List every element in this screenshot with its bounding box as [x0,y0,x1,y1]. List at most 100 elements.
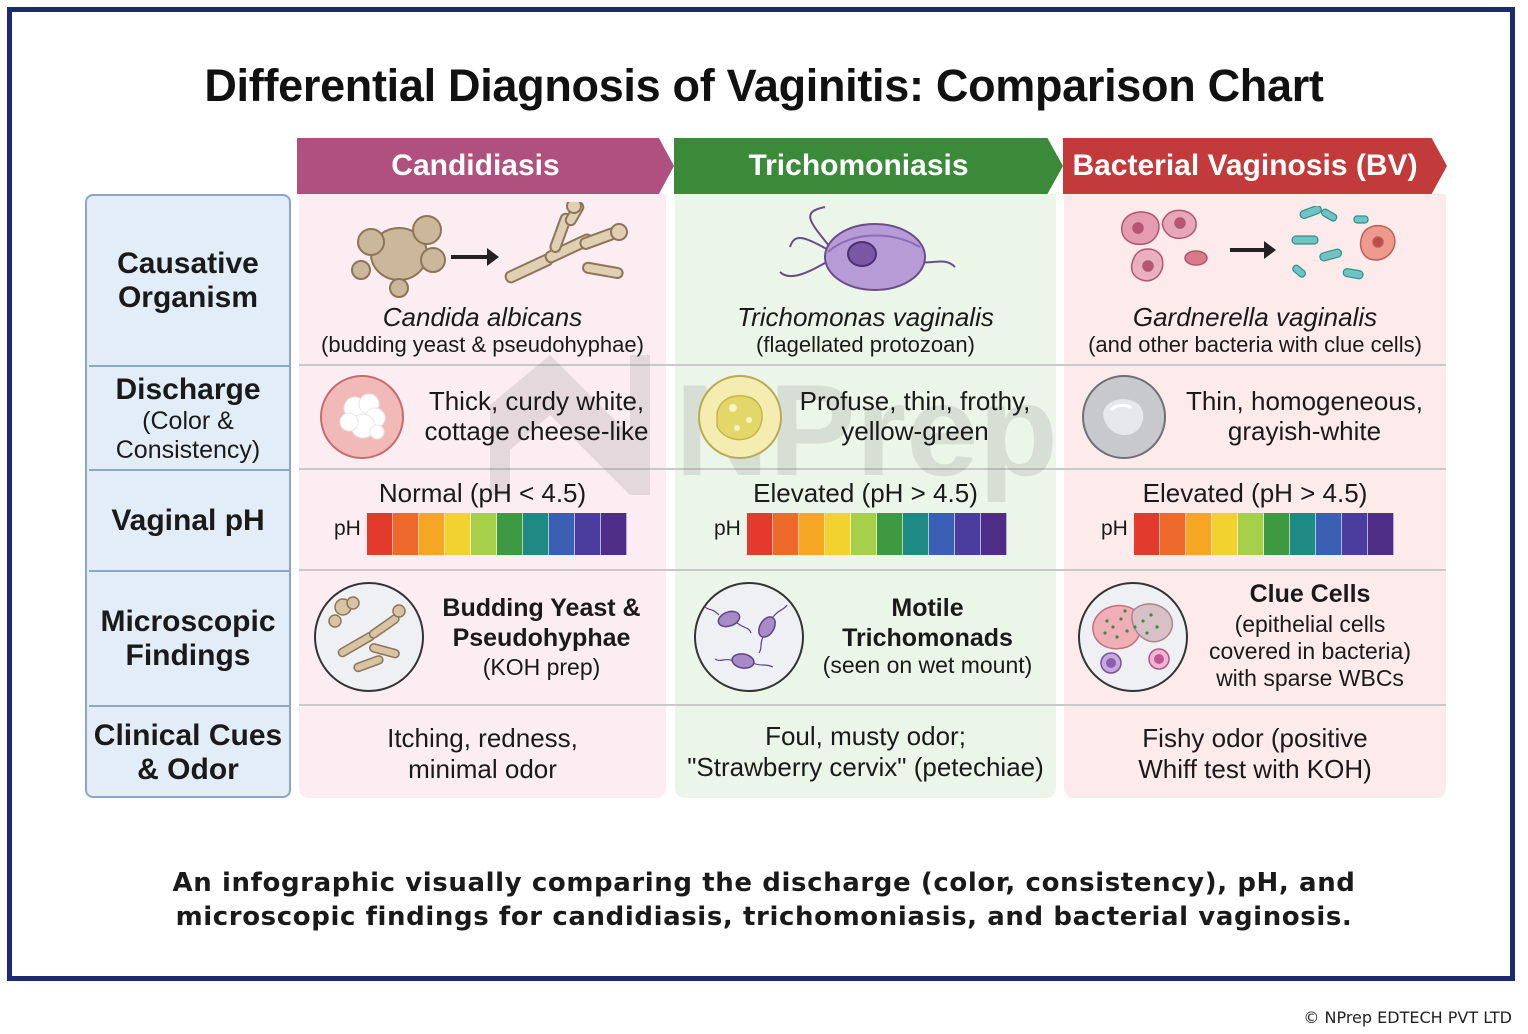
row-label-discharge: Discharge (Color & Consistency) [87,368,289,470]
row-label-divider [89,570,291,572]
ph-scale-swatch [903,513,929,555]
ph-scale-swatch [1212,513,1238,555]
ph-scale-swatch [419,513,445,555]
trichomoniasis-micro-cell: Motile Trichomonads (seen on wet mount) [675,571,1056,704]
microscope-yeast-view-icon [314,582,424,692]
candidiasis-organism-cell: Candida albicans (budding yeast & pseudo… [299,194,666,364]
copyright-notice: © NPrep EDTECH PVT LTD [1303,1008,1512,1027]
candidiasis-ph-prefix: pH [334,517,361,540]
ph-scale-swatch [877,513,903,555]
ph-scale-swatch [1238,513,1264,555]
row-label-clinical: Clinical Cues & Odor [87,708,289,798]
ph-scale-swatch [1160,513,1186,555]
row-label-clinical-text: Clinical Cues & Odor [93,719,283,786]
header-trichomoniasis-label: Trichomoniasis [748,149,969,182]
trichomoniasis-micro-title2: Trichomonads [842,624,1013,652]
frothy-discharge-icon [698,375,782,459]
ph-scale-swatch [1290,513,1316,555]
row-label-micro: Microscopic Findings [87,573,289,705]
candidiasis-discharge-line1: Thick, curdy white, [428,386,645,416]
caption: An infographic visually comparing the di… [0,866,1528,934]
budding-yeast-illustration [351,202,628,298]
trichomoniasis-organism-name: Trichomonas vaginalis [737,302,994,332]
candidiasis-micro-title1: Budding Yeast & [442,594,641,622]
header-trichomoniasis: Trichomoniasis [674,138,1063,194]
ph-scale-swatch [955,513,981,555]
ph-scale-swatch [367,513,393,555]
bv-discharge-cell: Thin, homogeneous, grayish-white [1064,366,1446,468]
ph-scale-swatch [799,513,825,555]
ph-scale-swatch [549,513,575,555]
row-label-divider [89,365,291,367]
ph-scale-swatch [1342,513,1368,555]
row-divider [299,468,1446,470]
trichomoniasis-micro-sub1: (seen on wet mount) [822,652,1033,678]
bv-clinical-cell: Fishy odor (positive Whiff test with KOH… [1064,706,1446,798]
bv-ph-prefix: pH [1101,517,1128,540]
bv-micro-sub2: covered in bacteria) [1209,638,1411,664]
candidiasis-micro-sub1: (KOH prep) [482,654,601,680]
header-candidiasis: Candidiasis [297,138,674,194]
panel-bv [1064,194,1446,798]
ph-scale-swatch [1186,513,1212,555]
row-label-ph: Vaginal pH [87,472,289,570]
bv-discharge-line1: Thin, homogeneous, [1185,386,1424,416]
arrow-icon [1230,241,1276,259]
microscope-trichomonads-view-icon [694,582,804,692]
bv-discharge-line2: grayish-white [1227,416,1382,446]
row-divider [299,704,1446,706]
ph-scale-swatch [1134,513,1160,555]
grayish-discharge-icon [1082,375,1166,459]
candidiasis-ph-label: Normal (pH < 4.5) [378,478,587,508]
candidiasis-ph-cell: Normal (pH < 4.5) pH [299,470,666,569]
caption-line2: microscopic findings for candidiasis, tr… [175,902,1353,932]
ph-scale-swatch [497,513,523,555]
bv-clinical-line1: Fishy odor (positive [1142,723,1368,753]
row-label-divider [89,705,291,707]
ph-scale-swatch [981,513,1007,555]
bv-micro-sub3: with sparse WBCs [1216,665,1404,691]
panel-candidiasis [299,194,666,798]
header-bv: Bacterial Vaginosis (BV) [1063,138,1447,194]
trichomonas-protozoan-illustration [779,206,956,291]
ph-scale-swatch [851,513,877,555]
bv-organism-desc: (and other bacteria with clue cells) [1088,332,1422,357]
microscope-clue-cells-view-icon [1078,582,1188,692]
row-label-organism: Causative Organism [87,196,289,366]
row-label-discharge-sub: (Color & Consistency) [115,407,261,464]
ph-scale-swatch [1368,513,1394,555]
row-labels-column: Causative Organism Discharge (Color & Co… [85,194,291,798]
trichomoniasis-ph-label: Elevated (pH > 4.5) [753,478,978,508]
ph-scale-swatch [445,513,471,555]
bv-ph-scale [1134,513,1394,555]
row-divider [299,364,1446,366]
ph-scale-swatch [825,513,851,555]
ph-scale-swatch [471,513,497,555]
candidiasis-ph-scale [367,513,627,555]
trichomoniasis-ph-scale [747,513,1007,555]
bv-clinical-line2: Whiff test with KOH) [1138,754,1372,784]
header-bv-label: Bacterial Vaginosis (BV) [1072,149,1418,182]
clue-cells-bacteria-illustration [1121,206,1396,282]
trichomoniasis-discharge-line1: Profuse, thin, frothy, [799,386,1031,416]
candidiasis-clinical-line1: Itching, redness, [387,723,578,753]
ph-scale-swatch [747,513,773,555]
ph-scale-swatch [1316,513,1342,555]
candidiasis-discharge-cell: Thick, curdy white, cottage cheese-like [299,366,666,468]
bv-organism-cell: Gardnerella vaginalis (and other bacteri… [1064,194,1446,364]
row-label-ph-text: Vaginal pH [111,504,265,537]
ph-scale-swatch [929,513,955,555]
trichomoniasis-ph-prefix: pH [714,517,741,540]
row-label-micro-text: Microscopic Findings [100,605,276,672]
candidiasis-discharge-line2: cottage cheese-like [424,416,649,446]
trichomoniasis-organism-desc: (flagellated protozoan) [756,332,975,357]
header-candidiasis-label: Candidiasis [391,149,560,182]
candidiasis-organism-desc: (budding yeast & pseudohyphae) [321,332,644,357]
bv-micro-title1: Clue Cells [1249,580,1371,608]
candidiasis-micro-title2: Pseudohyphae [452,624,631,652]
curdy-discharge-icon [320,375,404,459]
candidiasis-organism-name: Candida albicans [382,302,583,332]
row-label-discharge-text: Discharge [115,373,261,406]
row-divider [299,569,1446,571]
ph-scale-swatch [601,513,627,555]
